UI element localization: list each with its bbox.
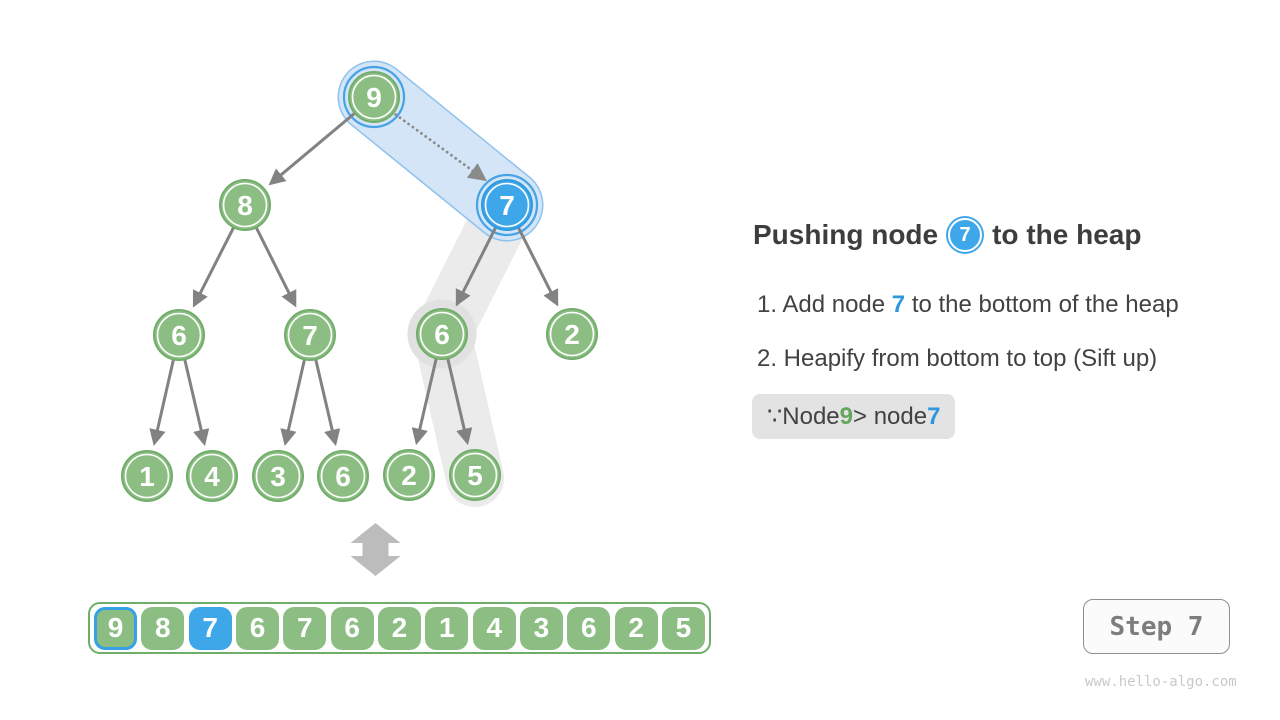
tree-node-value: 6 xyxy=(335,461,351,492)
blue-ring-node7 xyxy=(475,173,539,237)
heap-tree-svg: 9 8 7 6 7 6 2 1 xyxy=(121,60,598,576)
step-item-2: 2. Heapify from bottom to top (Sift up) xyxy=(757,345,1157,373)
array-cell: 9 xyxy=(94,606,137,650)
tree-node-value: 6 xyxy=(434,319,450,350)
tree-node-value: 2 xyxy=(564,319,580,350)
array-cell-value: 6 xyxy=(580,612,597,643)
step-indicator: Step 7 xyxy=(1083,599,1230,654)
array-cell: 7 xyxy=(283,606,327,650)
array-cell: 2 xyxy=(377,606,421,650)
array-cell: 6 xyxy=(330,606,374,650)
title-node-badge: 7 xyxy=(948,218,983,252)
array-cell-value: 4 xyxy=(486,612,502,643)
array-cell-value: 6 xyxy=(249,612,266,643)
title-suffix: to the heap xyxy=(992,219,1142,250)
array-cell-value: 3 xyxy=(533,612,550,643)
tree-node: 2 xyxy=(546,308,598,360)
step1-text-after: to the bottom of the heap xyxy=(905,291,1179,318)
array-cell: 6 xyxy=(567,606,611,650)
up-down-arrow-icon xyxy=(350,523,401,576)
tree-node: 6 xyxy=(153,309,205,361)
array-cell-value: 9 xyxy=(107,612,124,643)
title-prefix: Pushing node xyxy=(753,219,939,250)
tree-node-value: 6 xyxy=(171,320,187,351)
step-indicator-label: Step 7 xyxy=(1109,611,1204,642)
tree-node: 5 xyxy=(449,449,501,501)
array-cell-value: 7 xyxy=(202,612,218,643)
array-cell-value: 2 xyxy=(628,612,644,643)
tree-node-pushed: 7 xyxy=(481,179,533,231)
array-cell-value: 7 xyxy=(297,612,313,643)
note-value-blue: 7 xyxy=(927,402,941,430)
step1-highlight: 7 xyxy=(891,291,906,318)
heap-array: 9 8 7 6 7 6 2 1 4 3 6 2 5 xyxy=(88,602,711,654)
tree-node-value: 9 xyxy=(366,82,382,113)
tree-node-value: 8 xyxy=(237,190,253,221)
array-cell: 3 xyxy=(519,606,563,650)
tree-edges xyxy=(149,111,559,447)
tree-node-value: 1 xyxy=(139,461,155,492)
tree-node-root: 9 xyxy=(348,71,400,123)
array-cell: 8 xyxy=(141,606,185,650)
because-note: ∵ Node 9 > node 7 xyxy=(752,394,956,439)
tree-node: 3 xyxy=(252,450,304,502)
dotted-swap-arrow xyxy=(394,113,487,182)
note-value-green: 9 xyxy=(839,402,854,430)
tree-node-value: 7 xyxy=(499,190,515,221)
array-cell: 1 xyxy=(425,606,469,650)
array-cell-value: 8 xyxy=(155,612,171,643)
tree-node: 6 xyxy=(317,450,369,502)
array-cell: 6 xyxy=(235,606,279,650)
tree-node-value: 4 xyxy=(204,461,220,492)
tree-node: 4 xyxy=(186,450,238,502)
watermark: www.hello-algo.com xyxy=(1085,674,1237,690)
array-cell: 5 xyxy=(661,606,705,650)
title-node-value: 7 xyxy=(959,223,971,246)
tree-node-value: 3 xyxy=(270,461,286,492)
tree-node: 2 xyxy=(383,449,435,501)
because-icon: ∵ xyxy=(767,403,783,430)
array-cell-value: 2 xyxy=(391,612,408,643)
tree-node: 8 xyxy=(219,179,271,231)
step-item-1: 1. Add node 7 to the bottom of the heap xyxy=(757,291,1179,319)
array-cell-value: 1 xyxy=(439,612,455,643)
blue-ring-root xyxy=(342,65,406,129)
tree-node: 7 xyxy=(284,309,336,361)
note-text-2: > node xyxy=(853,402,928,430)
array-cell-value: 5 xyxy=(675,612,692,643)
array-cell: 2 xyxy=(614,606,658,650)
figure-title: Pushing node 7 to the heap xyxy=(753,216,1141,254)
array-cell: 4 xyxy=(472,606,516,650)
step1-text: 1. Add node xyxy=(757,291,892,318)
tree-node-value: 2 xyxy=(401,460,417,491)
tree-node: 1 xyxy=(121,450,173,502)
tree-node-value: 7 xyxy=(302,320,318,351)
array-cell-value: 6 xyxy=(344,612,360,643)
note-text: Node xyxy=(782,402,840,430)
tree-node: 6 xyxy=(416,308,468,360)
step2-text: 2. Heapify from bottom to top (Sift up) xyxy=(757,345,1158,372)
tree-node-value: 5 xyxy=(467,460,483,491)
array-cell: 7 xyxy=(188,606,232,650)
